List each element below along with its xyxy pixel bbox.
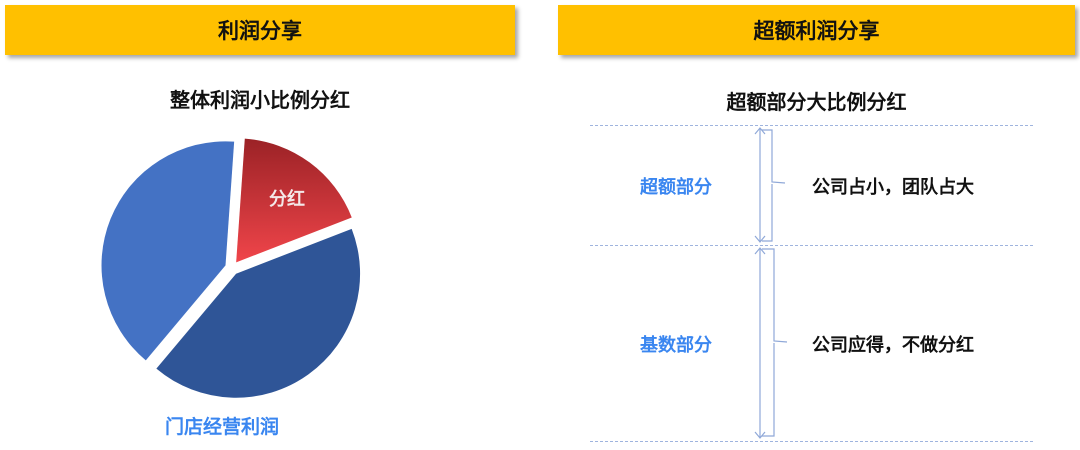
row-desc-excess: 公司占小，团队占大	[812, 177, 974, 198]
banner-title: 超额利润分享	[753, 19, 880, 43]
divider-top	[590, 125, 1033, 126]
banner-title: 利润分享	[218, 19, 302, 43]
pie-slice	[101, 141, 235, 361]
row-label-base: 基数部分	[640, 335, 712, 356]
row-desc-base: 公司应得，不做分红	[812, 335, 974, 356]
left-subtitle: 整体利润小比例分红	[170, 88, 350, 112]
profit-share-banner: 利润分享	[5, 5, 515, 55]
right-subtitle: 超额部分大比例分红	[726, 90, 907, 114]
pie-label-dividend: 分红	[269, 188, 305, 210]
divider-bottom	[590, 441, 1033, 442]
brackets	[754, 127, 788, 439]
divider-middle	[590, 245, 1033, 246]
row-label-excess: 超额部分	[640, 177, 712, 198]
brace-excess	[762, 129, 786, 242]
pie-slice-dividend	[236, 138, 352, 263]
excess-profit-share-banner: 超额利润分享	[558, 5, 1075, 55]
pie-caption: 门店经营利润	[165, 416, 280, 438]
brace-base	[762, 248, 788, 437]
pie-chart: 分红	[101, 138, 361, 398]
pie-slice	[156, 228, 361, 398]
